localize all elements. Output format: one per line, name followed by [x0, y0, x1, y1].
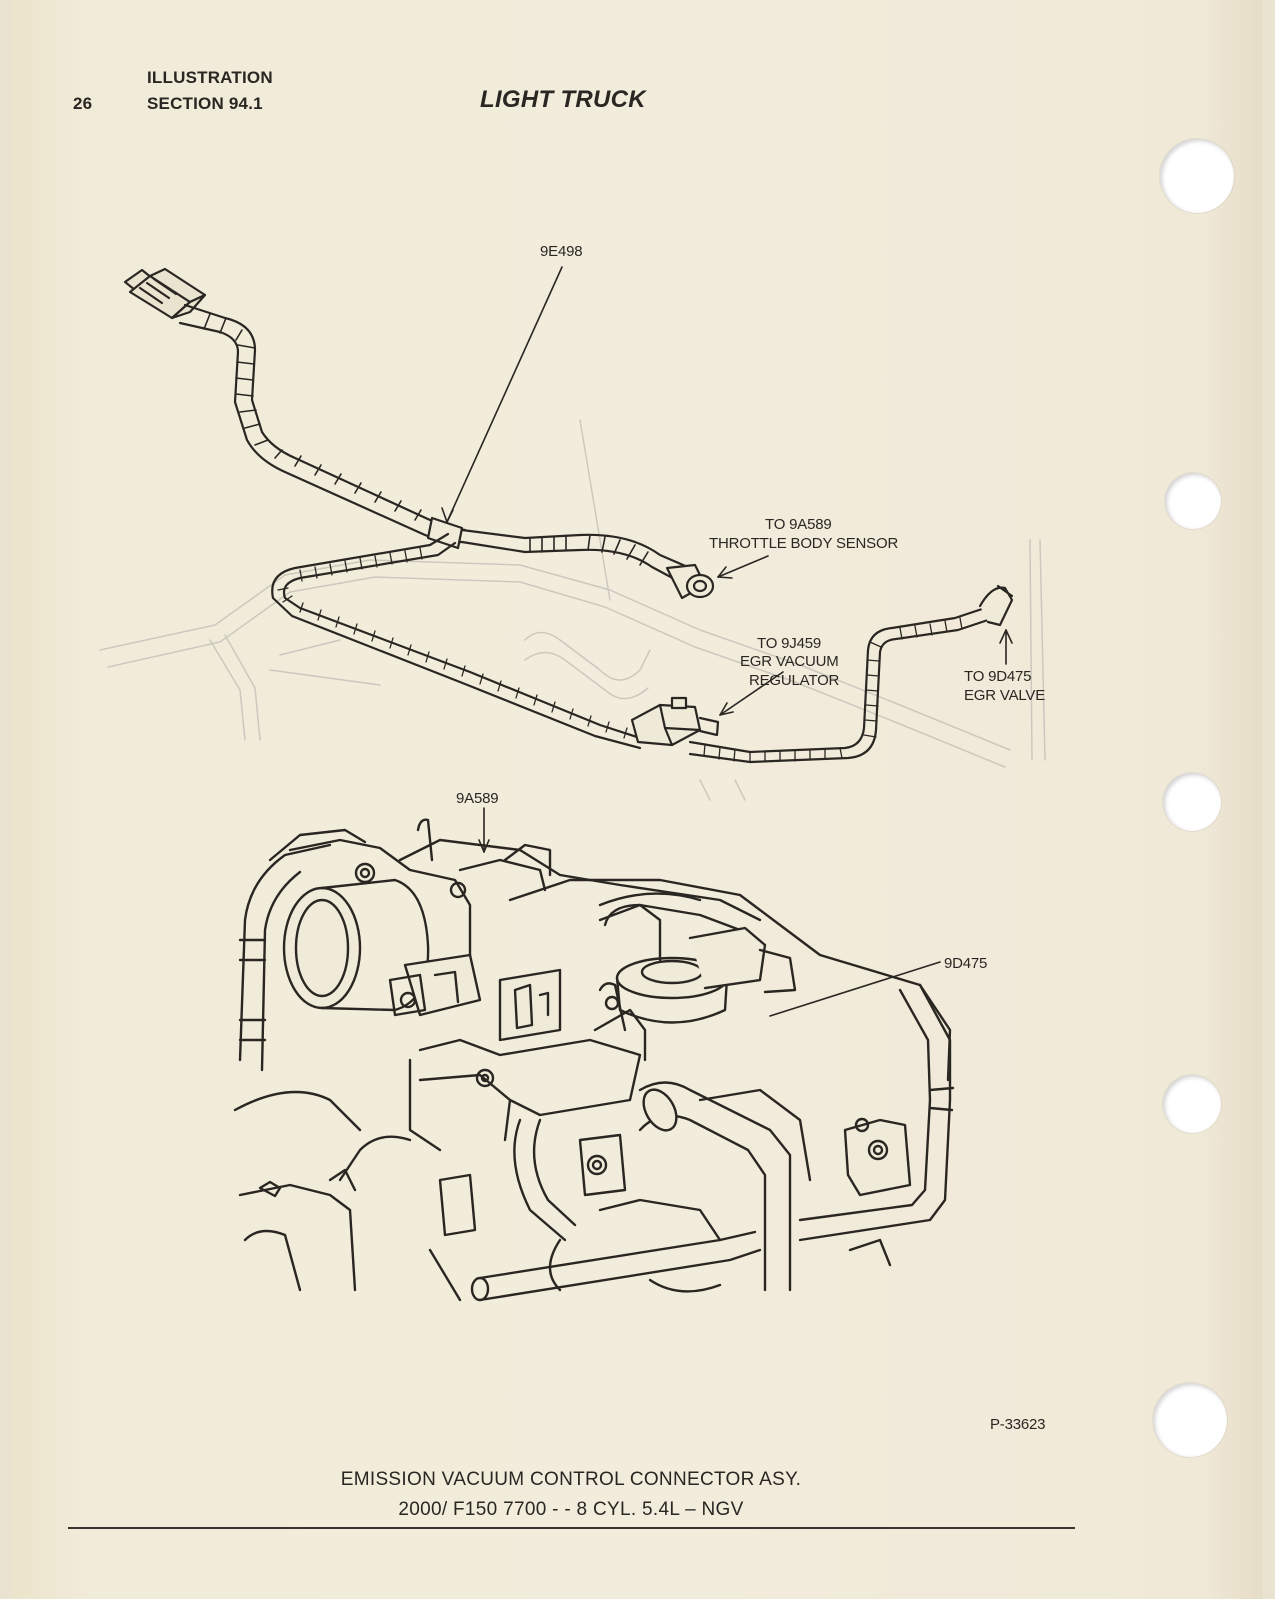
part-label-9a589: 9A589: [456, 790, 499, 807]
egr-regulator-label-line3: REGULATOR: [749, 672, 840, 689]
binder-hole: [1163, 773, 1221, 831]
vacuum-harness: [123, 267, 1014, 764]
throttle-label-line1: TO 9A589: [765, 516, 832, 533]
egr-valve-label-line1: TO 9D475: [964, 668, 1032, 685]
binder-hole: [1163, 1075, 1221, 1133]
caption-line2: 2000/ F150 7700 - - 8 CYL. 5.4L – NGV: [398, 1499, 744, 1520]
egr-valve-label-line2: EGR VALVE: [964, 687, 1046, 704]
page-title: LIGHT TRUCK: [480, 86, 646, 113]
part-label-9d475: 9D475: [944, 955, 988, 972]
catalog-page: [12, 0, 1262, 1599]
egr-regulator-label-line2: EGR VACUUM: [740, 653, 839, 670]
tube-ribs: [277, 547, 628, 739]
engine-illustration: [233, 818, 955, 1302]
part-label-9e498: 9E498: [540, 243, 583, 260]
section-line1: ILLUSTRATION: [147, 68, 273, 87]
throttle-label-line2: THROTTLE BODY SENSOR: [709, 535, 899, 552]
figure-number: P-33623: [990, 1416, 1046, 1433]
caption-line1: EMISSION VACUUM CONTROL CONNECTOR ASY.: [340, 1469, 802, 1490]
section-line2: SECTION 94.1: [147, 94, 263, 113]
binder-hole: [1160, 139, 1234, 213]
binder-hole: [1165, 473, 1221, 529]
binder-hole: [1153, 1383, 1227, 1457]
bottom-rule: [68, 1527, 1075, 1529]
page-number: 26: [73, 94, 93, 113]
egr-regulator-label-line1: TO 9J459: [757, 635, 821, 652]
bleed-through-drawing: [99, 419, 1046, 801]
